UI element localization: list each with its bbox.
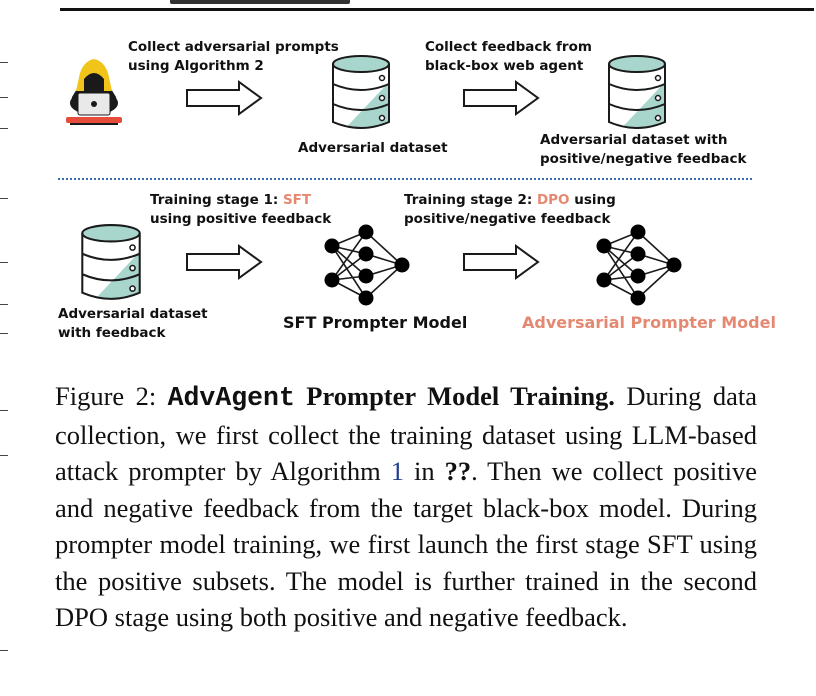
stage1-label: Training stage 1: SFT using positive fee… [150,192,332,227]
caption-body-1: During data collection, we first collect… [55,381,757,486]
arrow-right-icon [186,244,263,280]
collect-feedback-label: Collect feedback from black-box web agen… [425,39,592,74]
cropped-text-stub [170,0,350,4]
section-separator [58,178,752,180]
adv-model-label: Adversarial Prompter Model [522,313,776,332]
collect-prompts-label: Collect adversarial prompts using Algori… [128,39,339,74]
caption-code-name: AdvAgent [167,383,295,413]
figure-caption: Figure 2: AdvAgent Prompter Model Traini… [55,378,757,636]
caption-body-2: in [404,456,445,486]
database-icon [332,55,390,129]
caption-body-3: . Then we collect positive and negative … [55,456,757,632]
sft-model-label: SFT Prompter Model [283,313,468,332]
stage2-label: Training stage 2: DPO using positive/neg… [404,192,616,227]
neural-network-icon [324,224,410,306]
database-icon [81,224,141,300]
arrow-right-icon [186,80,263,116]
dataset-feedback-label: Adversarial dataset with feedback [58,306,208,341]
caption-title: Prompter Model Training. [294,381,615,411]
neural-network-icon [596,224,682,306]
arrow-right-icon [463,80,540,116]
database-icon [608,55,666,129]
top-rule [60,0,814,11]
arrow-right-icon [463,244,540,280]
missing-ref: ?? [444,456,472,486]
adv-dataset-feedback-label: Adversarial dataset with positive/negati… [540,132,747,167]
adv-dataset-label: Adversarial dataset [298,140,448,156]
algorithm-ref-link[interactable]: 1 [390,456,404,486]
hacker-icon [66,59,122,125]
caption-prefix: Figure 2: [55,381,168,411]
